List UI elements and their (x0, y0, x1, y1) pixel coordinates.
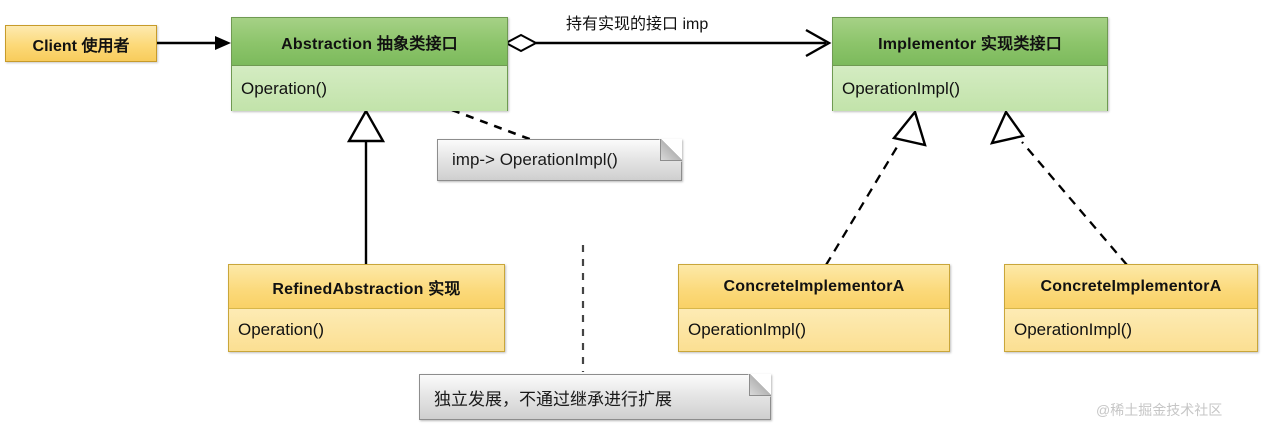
class-box-abstraction[interactable]: Abstraction 抽象类接口 Operation() (231, 17, 508, 111)
edge-label-aggregation: 持有实现的接口 imp (566, 16, 709, 33)
edge-client-to-abstraction (157, 36, 231, 50)
note-text-independent: 独立发展，不通过继承进行扩展 (434, 389, 672, 409)
class-name-implementor: Implementor 实现类接口 (833, 18, 1107, 66)
edge-concrete-a-to-implementor (825, 109, 927, 266)
class-member-refined-abstraction: Operation() (229, 309, 504, 351)
class-box-implementor[interactable]: Implementor 实现类接口 OperationImpl() (832, 17, 1108, 111)
note-fold-corner-icon (660, 139, 682, 161)
edge-refined-to-abstraction (346, 108, 386, 266)
class-member-implementor: OperationImpl() (833, 66, 1107, 111)
class-member-concrete-implementor-a: OperationImpl() (679, 309, 949, 351)
watermark: @稀土掘金技术社区 (1096, 402, 1223, 418)
client-label: Client 使用者 (32, 37, 130, 55)
class-box-concrete-implementor-a[interactable]: ConcreteImplementorA OperationImpl() (678, 264, 950, 352)
note-fold-corner-icon-2 (749, 374, 771, 396)
note-imp-operation-impl: imp-> OperationImpl() (437, 139, 682, 181)
class-box-refined-abstraction[interactable]: RefinedAbstraction 实现 Operation() (228, 264, 505, 352)
client-box[interactable]: Client 使用者 (5, 25, 157, 62)
class-box-concrete-implementor-b[interactable]: ConcreteImplementorA OperationImpl() (1004, 264, 1258, 352)
edge-abstraction-to-imp-note (451, 108, 533, 142)
edge-concrete-b-to-implementor (989, 109, 1128, 266)
class-member-concrete-implementor-b: OperationImpl() (1005, 309, 1257, 351)
note-independent-development: 独立发展，不通过继承进行扩展 (419, 374, 771, 420)
class-name-refined-abstraction: RefinedAbstraction 实现 (229, 265, 504, 309)
class-name-abstraction: Abstraction 抽象类接口 (232, 18, 507, 66)
class-name-concrete-implementor-a: ConcreteImplementorA (679, 265, 949, 309)
class-member-abstraction: Operation() (232, 66, 507, 111)
note-text-imp: imp-> OperationImpl() (452, 150, 618, 169)
class-name-concrete-implementor-b: ConcreteImplementorA (1005, 265, 1257, 309)
